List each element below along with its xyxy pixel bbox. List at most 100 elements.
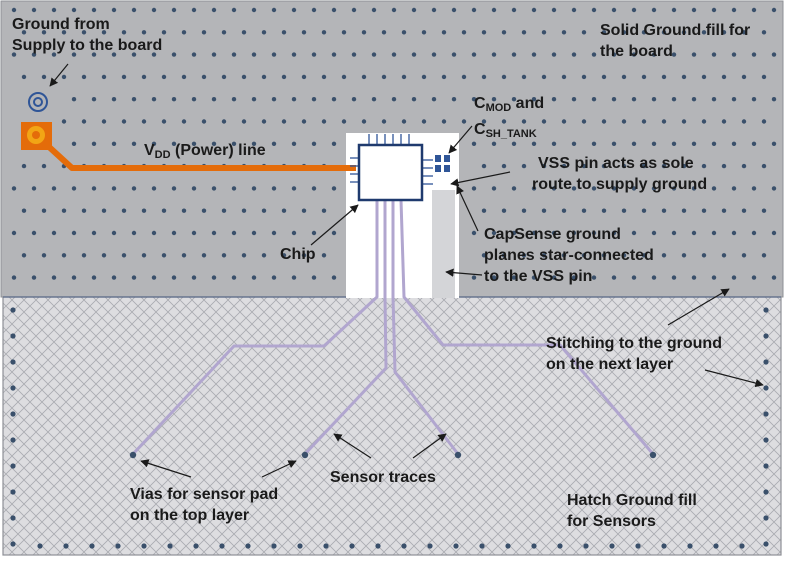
ground-via (661, 119, 667, 124)
ground-via (571, 52, 577, 57)
ground-via (691, 141, 697, 146)
ground-via (271, 52, 277, 57)
ground-via (101, 253, 107, 258)
ground-via (291, 7, 297, 13)
ground-via (311, 7, 317, 13)
ground-via (401, 30, 407, 35)
ground-via (341, 74, 347, 80)
ground-via (481, 74, 487, 80)
ground-via (561, 253, 567, 258)
ground-via (41, 30, 47, 35)
ground-via (511, 186, 517, 191)
ground-via (701, 163, 707, 169)
ground-via (631, 275, 637, 280)
ground-via (661, 208, 667, 213)
ground-via (651, 141, 657, 146)
ground-via (591, 230, 597, 236)
ground-via (551, 52, 557, 57)
ground-via (531, 275, 537, 280)
ground-via (481, 163, 487, 169)
ground-via (391, 52, 397, 57)
ground-via (261, 253, 267, 258)
ground-via (561, 208, 567, 213)
ground-via (311, 97, 317, 102)
ground-via (701, 30, 707, 35)
ground-via (761, 253, 767, 258)
ground-via (431, 7, 437, 13)
ground-via (511, 275, 517, 280)
ground-via (291, 186, 297, 191)
ground-via (651, 230, 657, 236)
ground-via (711, 52, 717, 57)
ground-via (581, 30, 587, 35)
ground-via (341, 30, 347, 35)
stitching-via (297, 543, 303, 549)
ground-via (511, 141, 517, 146)
ground-via (281, 30, 287, 35)
ground-via (541, 119, 547, 124)
ground-via (171, 186, 177, 191)
ground-via (81, 119, 87, 124)
ground-via (411, 7, 417, 13)
ground-via (131, 52, 137, 57)
ground-via (751, 52, 757, 57)
ground-via (681, 30, 687, 35)
ground-via (131, 97, 137, 102)
ground-via (701, 74, 707, 80)
ground-via (301, 74, 307, 80)
ground-via (381, 119, 387, 124)
chip-body (357, 143, 424, 202)
ground-via (691, 97, 697, 102)
ground-via (21, 208, 27, 213)
ground-via (161, 30, 167, 35)
ground-via (391, 97, 397, 102)
ground-supply-label: Ground from Supply to the board (12, 16, 163, 54)
ground-via (731, 141, 737, 146)
stitching-via (427, 543, 433, 549)
ground-via (141, 208, 147, 213)
stitching-via (10, 437, 16, 443)
ground-via (441, 30, 447, 35)
ground-via (11, 186, 17, 191)
stitching-via (453, 543, 459, 549)
ground-via (651, 275, 657, 280)
ground-via (631, 52, 637, 57)
ground-via (631, 230, 637, 236)
ground-via (661, 30, 667, 35)
ground-via (521, 208, 527, 213)
ground-via (141, 119, 147, 124)
ground-via (91, 97, 97, 102)
ground-via (471, 141, 477, 146)
ground-via (681, 208, 687, 213)
ground-via (11, 275, 17, 280)
ground-via (11, 7, 17, 13)
ground-via (441, 74, 447, 80)
ground-via (61, 119, 67, 124)
ground-via (211, 275, 217, 280)
stitching-via (10, 307, 16, 313)
ground-via (761, 30, 767, 35)
stitching-via (479, 543, 485, 549)
ground-via (481, 253, 487, 258)
stitching-via (219, 543, 225, 549)
ground-via (121, 253, 127, 258)
vss-pin-label: VSS pin acts as sole route to supply gro… (532, 155, 708, 193)
ground-via (491, 186, 497, 191)
ground-via (331, 141, 337, 146)
ground-via (741, 163, 747, 169)
ground-via (81, 208, 87, 213)
ground-via (311, 141, 317, 146)
stitching-via (635, 543, 641, 549)
ground-via (621, 253, 627, 258)
stitching-via (661, 543, 667, 549)
ground-via (571, 141, 577, 146)
stitching-via (10, 385, 16, 391)
ground-via (661, 74, 667, 80)
ground-via (81, 30, 87, 35)
ground-via (371, 97, 377, 102)
capsense-ground-label: CapSense ground planes star-connected to… (484, 226, 654, 285)
ground-via (471, 97, 477, 102)
ground-via (551, 186, 557, 191)
ground-via (691, 230, 697, 236)
ground-via (71, 230, 77, 236)
